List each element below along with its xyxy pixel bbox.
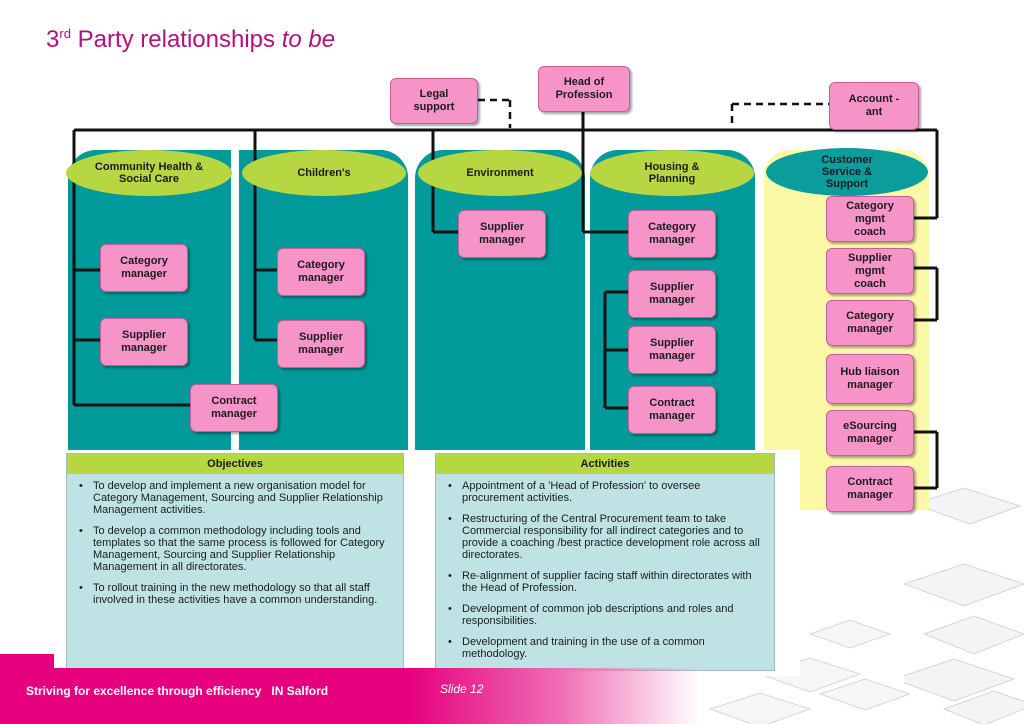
- title-main: Party relationships: [70, 26, 282, 53]
- activity-item: Re-alignment of supplier facing staff wi…: [446, 570, 764, 594]
- heading-childrens: Children's: [242, 150, 406, 196]
- footer-accent: [0, 654, 54, 724]
- community-supplier-manager: Supplier manager: [100, 318, 188, 366]
- activity-item: Development and training in the use of a…: [446, 636, 764, 660]
- environment-supplier-manager: Supplier manager: [458, 210, 546, 258]
- head-of-profession-box: Head of Profession: [538, 66, 630, 112]
- accountant-box: Account - ant: [829, 82, 919, 130]
- title-superscript: rd: [59, 26, 71, 41]
- puzzle-decoration-icon: [904, 487, 1024, 724]
- heading-customer-service: Customer Service & Support: [766, 148, 928, 196]
- objective-item: To rollout training in the new methodolo…: [77, 582, 393, 606]
- title-number: 3: [46, 26, 60, 53]
- accountant-label: Account - ant: [848, 93, 900, 118]
- legal-support-label: Legal support: [413, 88, 455, 113]
- cs-contract-manager: Contract manager: [826, 466, 914, 512]
- activity-item: Development of common job descriptions a…: [446, 603, 764, 627]
- activities-heading: Activities: [436, 454, 774, 474]
- cs-esourcing-manager: eSourcing manager: [826, 410, 914, 456]
- column-environment: [415, 150, 585, 450]
- slide-title: 3rd Party relationships to be: [46, 26, 335, 54]
- activity-item: Restructuring of the Central Procurement…: [446, 513, 764, 561]
- childrens-supplier-manager: Supplier manager: [277, 320, 365, 368]
- community-category-manager: Category manager: [100, 244, 188, 292]
- heading-environment: Environment: [418, 150, 582, 196]
- footer-band: [54, 668, 700, 724]
- heading-community: Community Health & Social Care: [66, 150, 232, 196]
- activities-list: Appointment of a 'Head of Profession' to…: [436, 480, 774, 660]
- housing-category-manager: Category manager: [628, 210, 716, 258]
- housing-contract-manager: Contract manager: [628, 386, 716, 434]
- heading-housing: Housing & Planning: [590, 150, 754, 196]
- objectives-heading: Objectives: [67, 454, 403, 474]
- activity-item: Appointment of a 'Head of Profession' to…: [446, 480, 764, 504]
- slide-number: Slide 12: [440, 682, 484, 696]
- column-gap: [231, 150, 239, 450]
- footer-tagline: Striving for excellence through efficien…: [26, 684, 329, 698]
- activities-panel: Activities Appointment of a 'Head of Pro…: [435, 453, 775, 671]
- cs-category-mgmt-coach: Category mgmt coach: [826, 196, 914, 242]
- head-of-profession-label: Head of Profession: [555, 76, 613, 101]
- legal-support-box: Legal support: [390, 78, 478, 124]
- cs-category-manager: Category manager: [826, 300, 914, 346]
- housing-supplier-manager-1: Supplier manager: [628, 270, 716, 318]
- childrens-category-manager: Category manager: [277, 248, 365, 296]
- objectives-list: To develop and implement a new organisat…: [67, 480, 403, 606]
- housing-supplier-manager-2: Supplier manager: [628, 326, 716, 374]
- objectives-panel: Objectives To develop and implement a ne…: [66, 453, 404, 671]
- objective-item: To develop and implement a new organisat…: [77, 480, 393, 516]
- title-emphasis: to be: [281, 26, 336, 53]
- cs-supplier-mgmt-coach: Supplier mgmt coach: [826, 248, 914, 294]
- cs-hub-liaison-manager: Hub liaison manager: [826, 354, 914, 404]
- community-contract-manager: Contract manager: [190, 384, 278, 432]
- objective-item: To develop a common methodology includin…: [77, 525, 393, 573]
